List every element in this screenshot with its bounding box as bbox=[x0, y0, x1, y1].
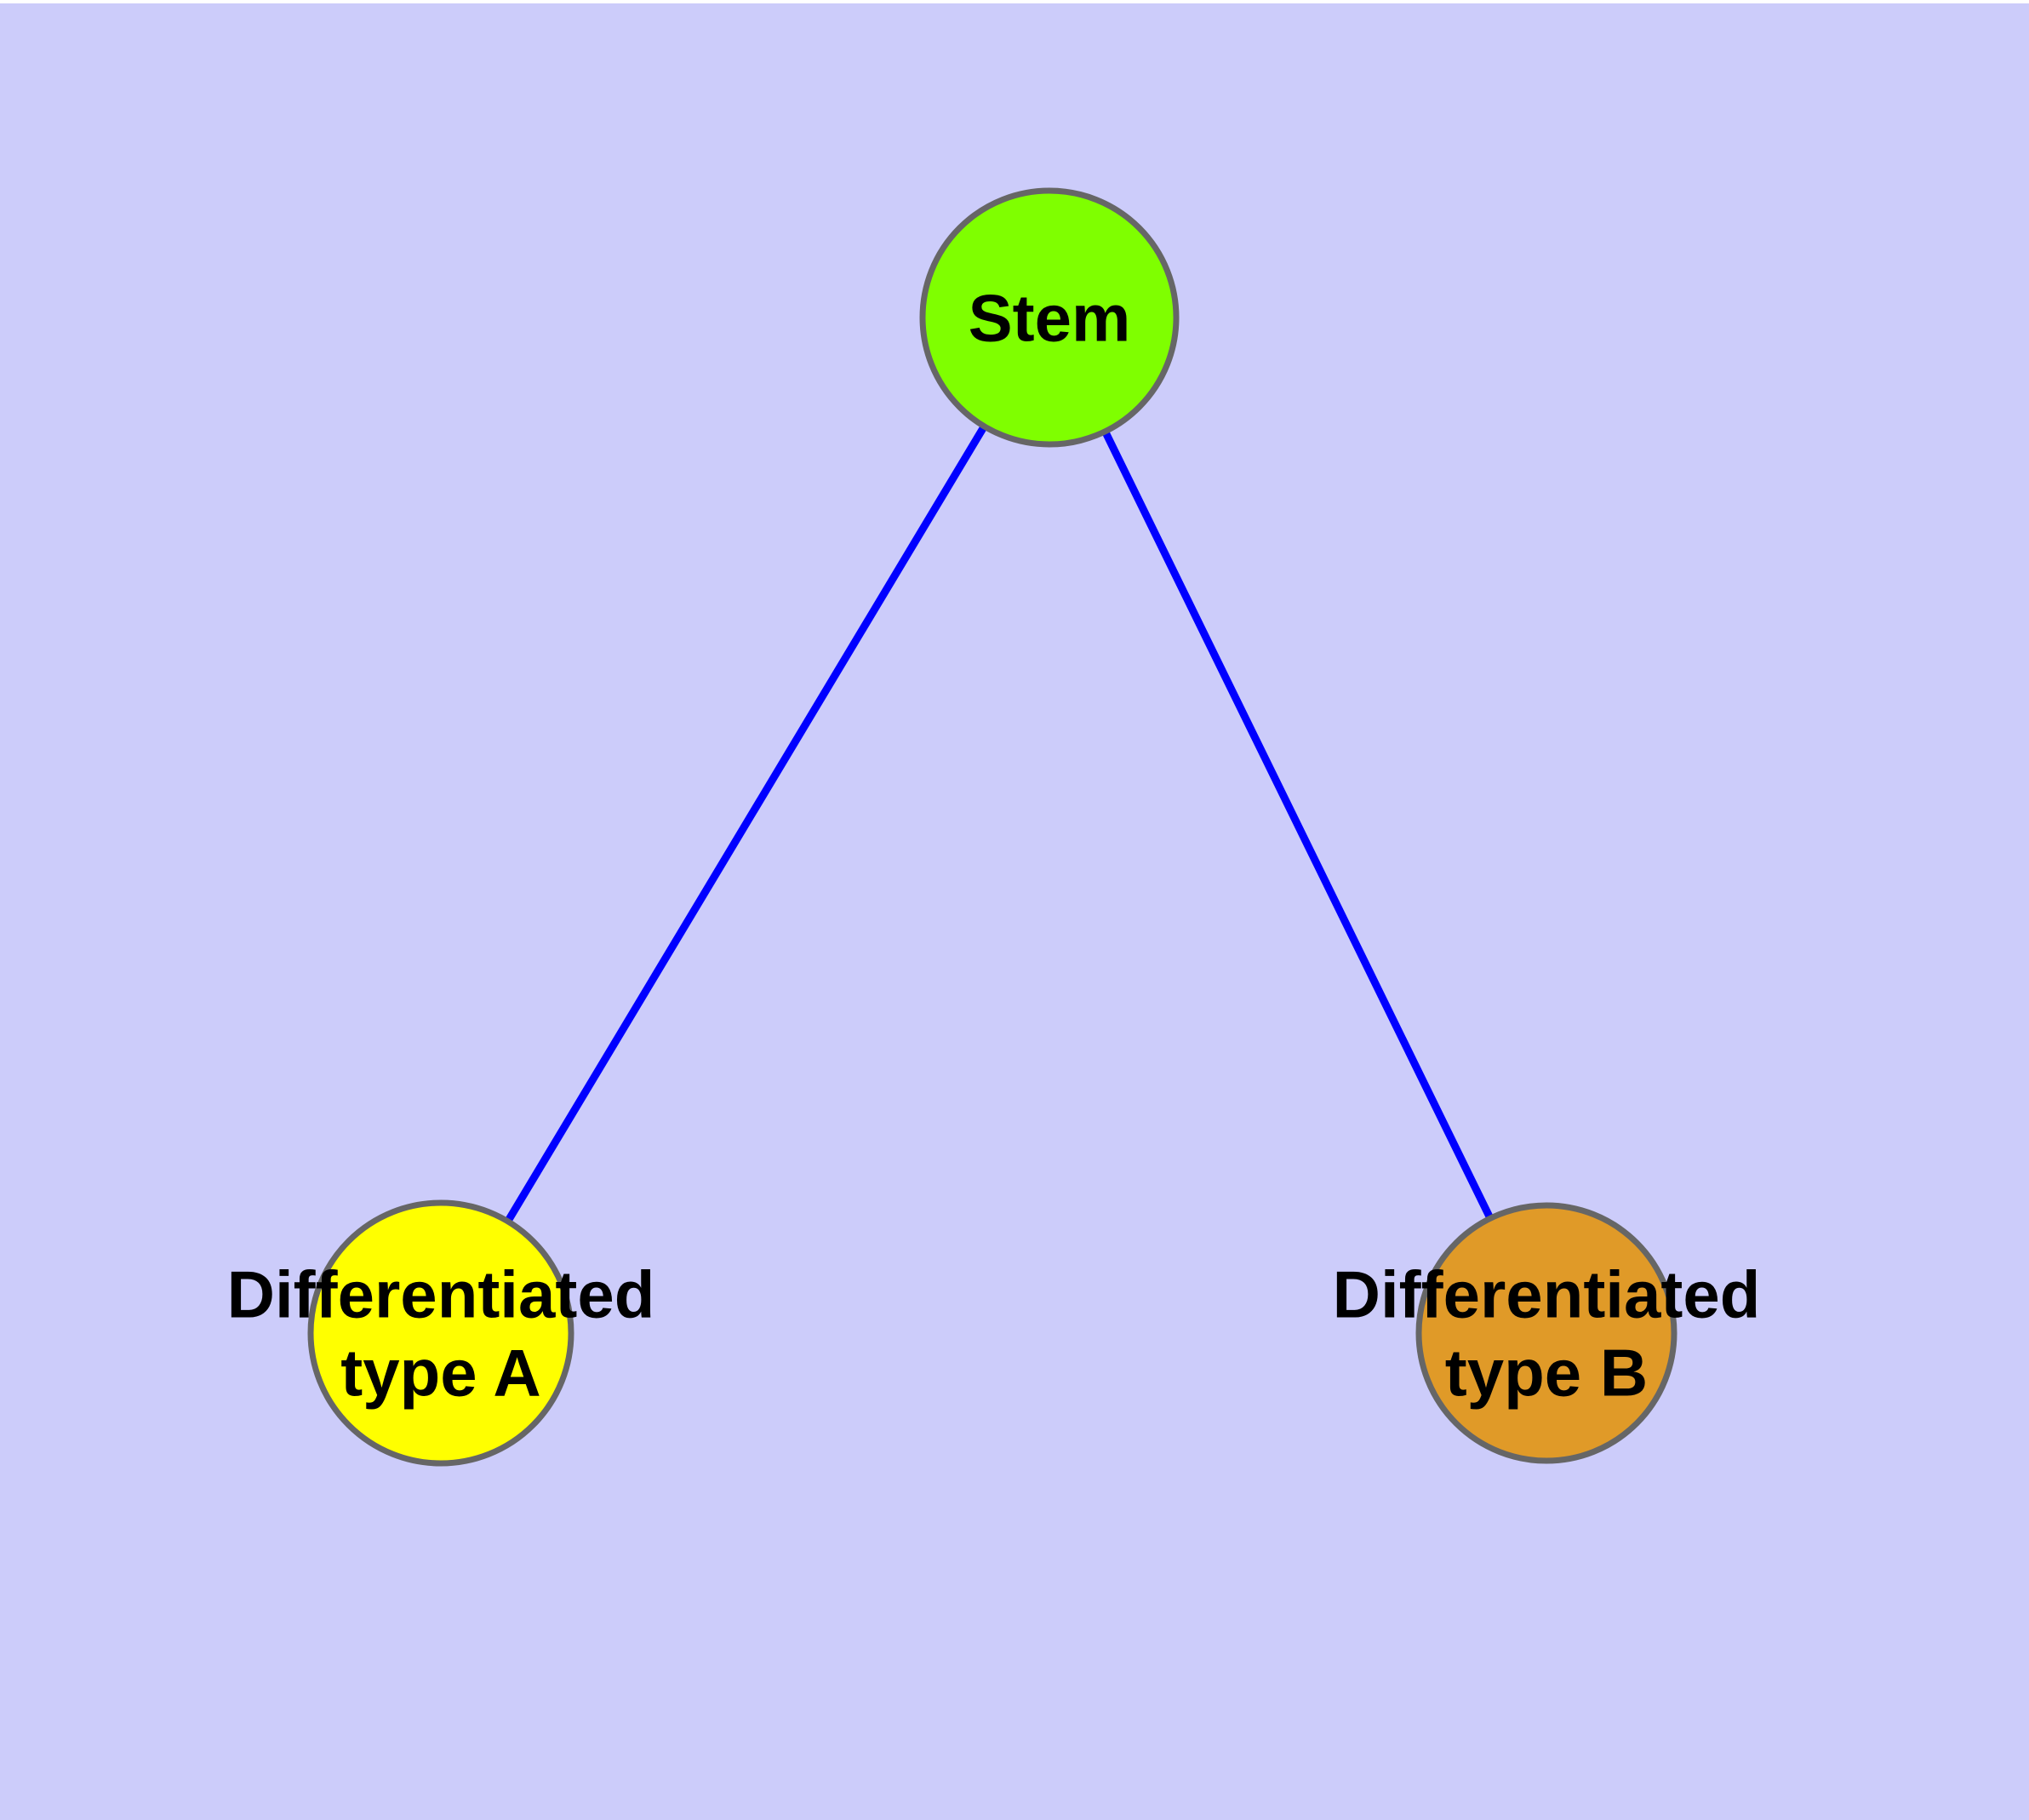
edge-stem-to-differentiated-type-b[interactable] bbox=[1045, 316, 1551, 1335]
node-label-stem: Stem bbox=[969, 280, 1131, 355]
edge-stem-to-differentiated-type-a[interactable] bbox=[437, 315, 1053, 1336]
node-differentiated-type-a[interactable] bbox=[307, 1199, 574, 1467]
node-layer bbox=[307, 187, 1677, 1467]
node-stem[interactable] bbox=[919, 187, 1180, 448]
edge-layer bbox=[437, 315, 1551, 1336]
node-differentiated-type-b[interactable] bbox=[1415, 1202, 1677, 1464]
